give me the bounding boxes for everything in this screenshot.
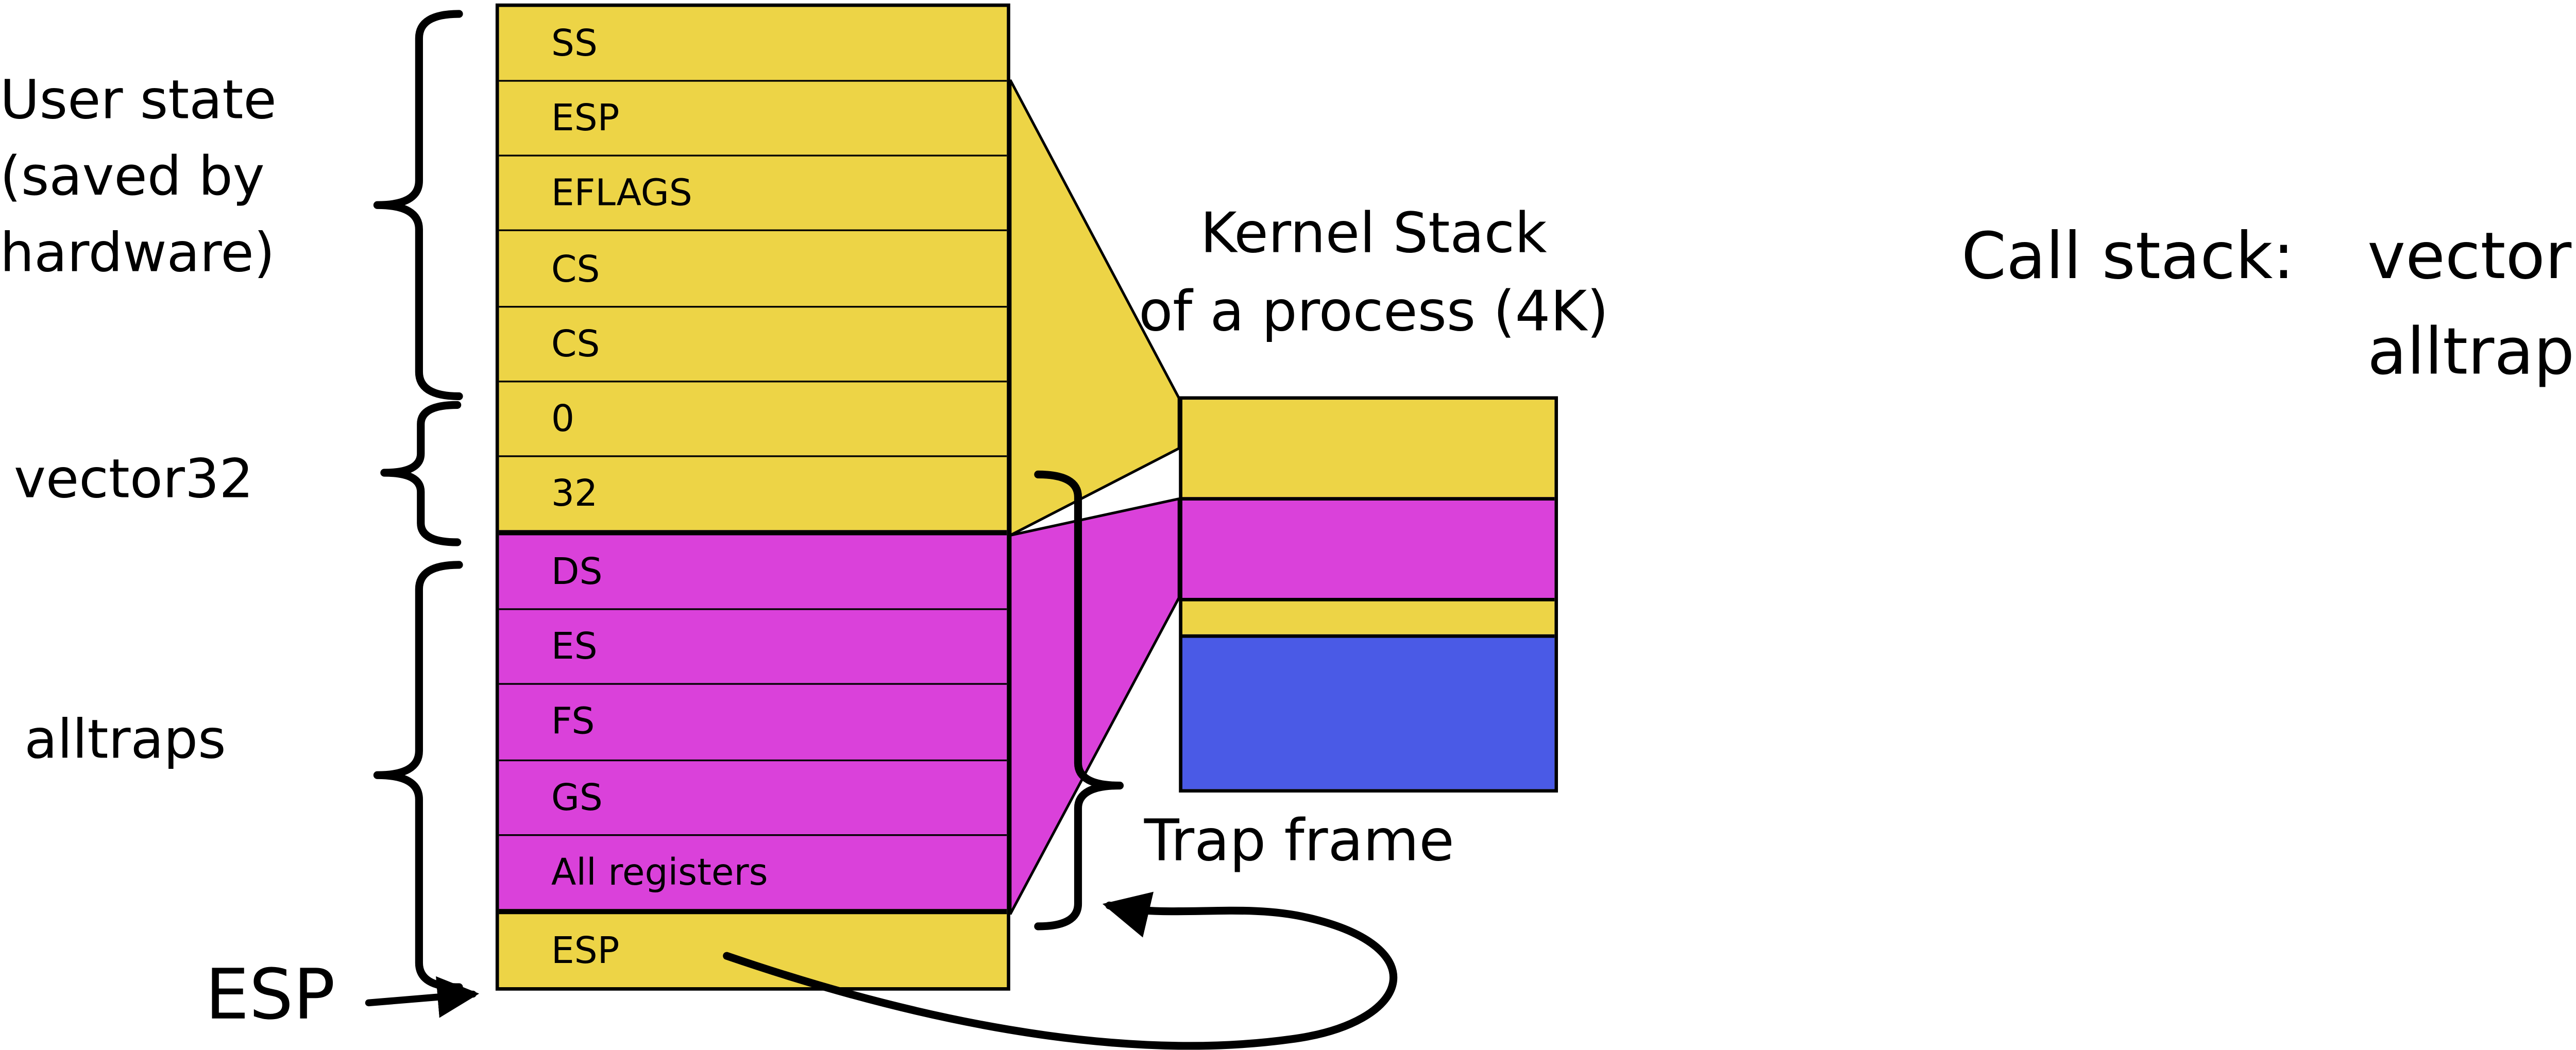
kernel-stack (1179, 396, 1558, 793)
alltraps-label: alltraps (24, 709, 226, 772)
stack-row: GS (499, 759, 1007, 834)
call-stack-entries: vector32() alltraps() (2367, 209, 2576, 400)
kernel-block-blue (1182, 633, 1555, 789)
stack-row: SS (499, 7, 1007, 80)
call-stack-entry: alltraps() (2367, 314, 2576, 389)
vector32-label: vector32 (14, 448, 254, 511)
call-stack-entry: vector32() (2367, 219, 2576, 294)
esp-pointer-arrow (365, 976, 480, 1018)
alltraps-brace (373, 561, 463, 991)
kernel-block-yellow-top (1182, 400, 1555, 497)
kernel-stack-title-line: of a process (4K) (1139, 278, 1609, 345)
user-state-line: hardware) (0, 222, 275, 285)
kernel-block-trap-frame (1182, 496, 1555, 599)
user-state-line: (saved by (0, 146, 265, 209)
user-state-brace (373, 10, 463, 401)
stack-row: ESP (499, 80, 1007, 156)
trap-frame-label: Trap frame (1144, 806, 1454, 874)
stack-row: EFLAGS (499, 155, 1007, 231)
stack-row: FS (499, 683, 1007, 759)
stack-row: ESP (499, 908, 1007, 988)
user-state-line: User state (0, 70, 277, 132)
stack-row: DS (499, 530, 1007, 609)
stack-row: CS (499, 305, 1007, 381)
stack-row: CS (499, 230, 1007, 305)
esp-pointer-label: ESP (205, 956, 335, 1036)
kernel-block-yellow-thin (1182, 598, 1555, 634)
user-stack: SS ESP EFLAGS CS CS 0 32 DS ES FS GS All… (495, 3, 1010, 991)
stack-row: All registers (499, 834, 1007, 909)
call-stack-title: Call stack: (1961, 219, 2295, 294)
vector32-brace (380, 401, 462, 546)
user-state-label: User state (saved by hardware) (0, 63, 277, 292)
stack-row: 0 (499, 380, 1007, 456)
trap-frame-brace (1034, 470, 1124, 931)
call-stack: Call stack: vector32() alltraps() (1961, 209, 2576, 400)
stack-row: 32 (499, 455, 1007, 530)
kernel-stack-title: Kernel Stack of a process (4K) (1087, 195, 1660, 351)
stack-row: ES (499, 609, 1007, 684)
kernel-stack-title-line: Kernel Stack (1200, 200, 1547, 266)
